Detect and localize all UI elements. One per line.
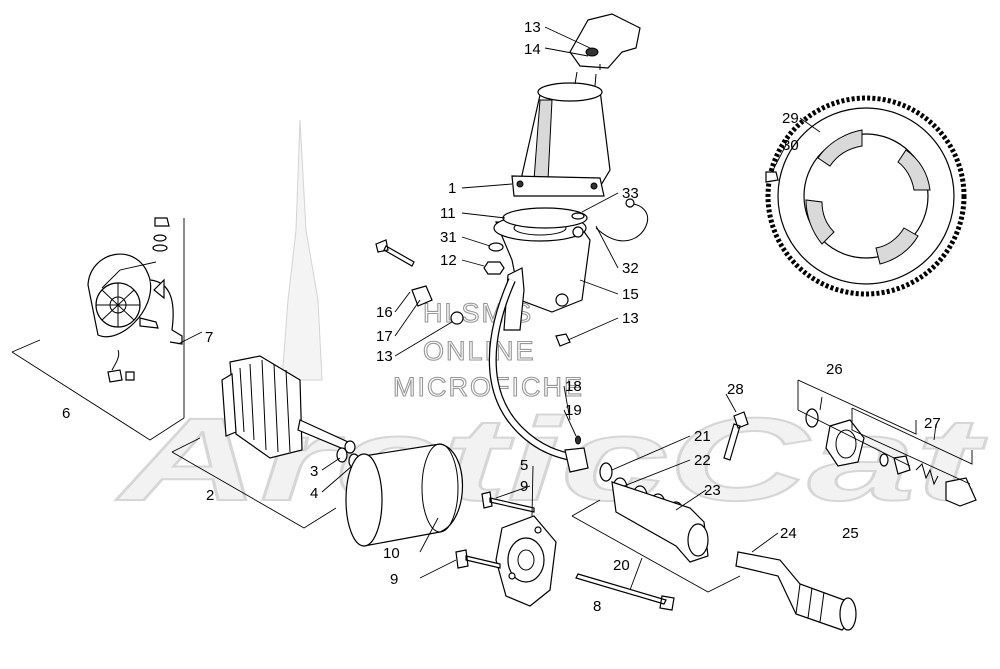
washer-3 bbox=[336, 447, 348, 463]
callout-22: 22 bbox=[694, 452, 711, 469]
callout-21: 21 bbox=[694, 428, 711, 445]
washer-31 bbox=[488, 242, 504, 252]
end-cover bbox=[495, 515, 557, 607]
callout-11: 11 bbox=[440, 205, 456, 222]
screws bbox=[455, 491, 675, 611]
callout-23: 23 bbox=[704, 482, 721, 499]
leader-lines bbox=[177, 26, 937, 591]
clamp-17 bbox=[411, 285, 433, 307]
callout-12: 12 bbox=[440, 252, 457, 269]
nut-13-left bbox=[450, 311, 464, 325]
callout-24: 24 bbox=[780, 525, 797, 542]
callout-17: 17 bbox=[376, 328, 393, 345]
bolt-28 bbox=[723, 411, 749, 461]
callout-13-top: 13 bbox=[524, 19, 541, 36]
brush-holder bbox=[87, 217, 183, 383]
hose-18 bbox=[488, 278, 589, 473]
callout-labels: 13 14 1 11 31 12 33 32 15 13 16 17 13 18… bbox=[62, 19, 941, 615]
callout-26: 26 bbox=[826, 361, 843, 378]
watermark-line2: ONLINE bbox=[423, 336, 536, 366]
callout-8: 8 bbox=[593, 598, 601, 615]
callout-7: 7 bbox=[205, 329, 213, 346]
watermark-spire bbox=[281, 119, 323, 381]
assembly-brackets bbox=[11, 218, 973, 593]
callout-13-right: 13 bbox=[622, 310, 639, 327]
starter-motor bbox=[511, 71, 611, 197]
nut-13-right bbox=[555, 333, 571, 347]
callout-32: 32 bbox=[622, 260, 639, 277]
callout-9-upper: 9 bbox=[520, 478, 528, 495]
callout-16: 16 bbox=[376, 304, 393, 321]
long-bolt-8 bbox=[575, 573, 675, 611]
callout-25: 25 bbox=[842, 525, 859, 542]
ring-gear bbox=[765, 95, 967, 297]
hardware bbox=[375, 212, 585, 347]
callout-13-left: 13 bbox=[376, 348, 393, 365]
gear-housing bbox=[493, 214, 591, 331]
callout-30: 30 bbox=[782, 137, 799, 154]
bolt-16 bbox=[375, 239, 415, 267]
washer-33 bbox=[571, 212, 585, 220]
bolt-30 bbox=[765, 171, 779, 183]
mounting-bracket bbox=[569, 13, 641, 70]
callout-31: 31 bbox=[440, 229, 457, 246]
callout-2: 2 bbox=[206, 487, 214, 504]
callout-4: 4 bbox=[310, 485, 318, 502]
callout-18: 18 bbox=[565, 378, 582, 395]
screw-9-lower bbox=[455, 549, 501, 569]
clip-19 bbox=[575, 435, 581, 445]
callout-27: 27 bbox=[924, 415, 941, 432]
callout-1: 1 bbox=[448, 180, 456, 197]
callout-10: 10 bbox=[383, 545, 400, 562]
callout-15: 15 bbox=[622, 286, 639, 303]
callout-19: 19 bbox=[565, 402, 582, 419]
nut-12 bbox=[483, 261, 505, 275]
callout-28: 28 bbox=[727, 381, 744, 398]
callout-6: 6 bbox=[62, 405, 70, 422]
drive-assembly bbox=[599, 462, 709, 563]
callout-9-lower: 9 bbox=[390, 571, 398, 588]
cable-32 bbox=[595, 198, 648, 242]
watermark-line3: MICROFICHE bbox=[393, 372, 584, 402]
callout-5: 5 bbox=[520, 457, 528, 474]
callout-20: 20 bbox=[613, 557, 630, 574]
callout-3: 3 bbox=[310, 463, 318, 480]
pinion-shaft bbox=[735, 551, 857, 631]
yoke-housing bbox=[345, 443, 464, 547]
screw-9-upper bbox=[481, 491, 535, 513]
callout-33: 33 bbox=[622, 185, 639, 202]
callout-14: 14 bbox=[524, 41, 541, 58]
callout-29: 29 bbox=[782, 110, 799, 127]
